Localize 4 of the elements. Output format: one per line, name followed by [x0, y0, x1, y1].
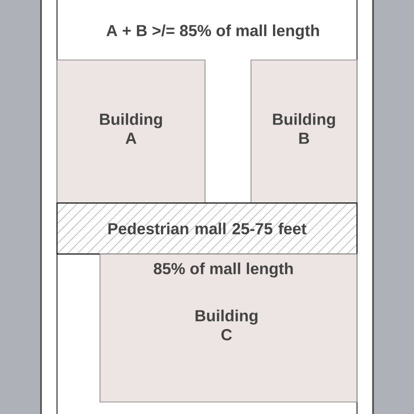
building-box: Building B [250, 60, 358, 204]
building-box: Building A [56, 60, 206, 204]
building-box: 85% of mall length Building C [100, 254, 358, 402]
heading-label: A + B >/= 85% of mall length [106, 24, 319, 40]
